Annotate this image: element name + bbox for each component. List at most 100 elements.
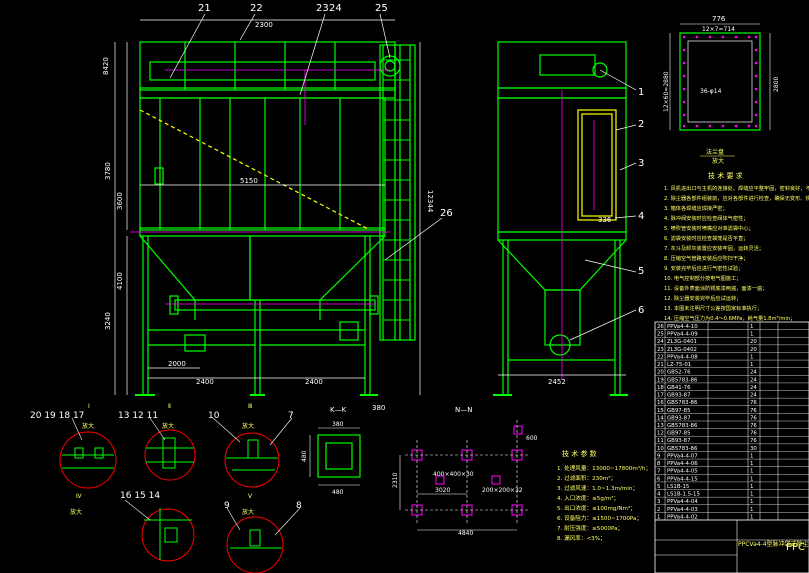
- detail-5-letter: Ⅴ: [248, 493, 253, 500]
- detail-1-nums: 20 19 18 17: [30, 411, 84, 421]
- parts-cell: 19: [657, 377, 664, 383]
- parts-cell: PPVa4-4-04: [667, 499, 698, 505]
- detail-1-letter: Ⅰ: [88, 403, 90, 410]
- parts-cell: 1: [750, 362, 753, 368]
- parts-cell: 1: [750, 461, 753, 467]
- detail-3-scale: 放大: [242, 422, 254, 430]
- detail-5-num2: 8: [296, 501, 302, 511]
- parts-cell: 16: [657, 400, 664, 406]
- parts-cell: 1: [750, 514, 753, 520]
- detail-2-letter: Ⅱ: [168, 403, 171, 410]
- tech-spec-item: 1. 处理风量：13000~17800m³/h；: [557, 464, 651, 472]
- callout-26: 26: [440, 208, 453, 219]
- callout-6: 6: [638, 305, 644, 316]
- dim-side-d: 380: [372, 404, 385, 412]
- parts-cell: 3: [657, 499, 660, 505]
- anchor-c: 4840: [458, 530, 473, 537]
- callout-5: 5: [638, 266, 644, 277]
- tech-req-item: 6. 滤袋安装时应检查袋笼是否平直；: [664, 234, 748, 242]
- parts-cell: PPVa4-4-06: [667, 461, 698, 467]
- parts-cell: 24: [657, 339, 664, 345]
- parts-cell: PPVa4-4-03: [667, 507, 698, 513]
- parts-cell: 24: [750, 370, 757, 376]
- parts-cell: GB52-76: [667, 370, 691, 376]
- anchor-f: 600: [526, 435, 538, 442]
- callout-2: 2: [638, 119, 644, 130]
- parts-cell: 24: [750, 385, 757, 391]
- parts-cell: 1: [750, 354, 753, 360]
- parts-cell: 14: [657, 415, 664, 421]
- parts-cell: 24: [750, 393, 757, 399]
- drawing-corner-code: PPC: [786, 542, 805, 553]
- parts-cell: GB5783-86: [667, 377, 698, 383]
- dim-bottom-left: 2400: [196, 378, 214, 386]
- parts-cell: 23: [657, 347, 664, 353]
- tech-req-item: 14. 压缩空气压力为0.4～0.6MPa，耗气量1.8m³/min；: [664, 314, 795, 322]
- detail-4-letter: Ⅳ: [76, 493, 82, 500]
- tech-spec-item: 5. 出口浓度：≤100mg/Nm³；: [557, 504, 636, 512]
- parts-cell: 76: [750, 415, 757, 421]
- tech-spec-title: 技 术 参 数: [562, 449, 597, 458]
- dim-side-mid: 3780: [104, 162, 112, 180]
- detail-2-scale: 放大: [162, 422, 174, 430]
- parts-cell: 76: [750, 400, 757, 406]
- parts-cell: 76: [750, 431, 757, 437]
- detail-5-nums: 9: [224, 501, 230, 511]
- tech-spec-list: 1. 处理风量：13000~17800m³/h； 2. 过滤面积：230m²； …: [557, 464, 651, 542]
- tech-req-item: 4. 脉冲阀安装时应检查阀体气密性；: [664, 214, 748, 222]
- parts-cell: 1: [750, 469, 753, 475]
- tech-spec-item: 3. 过滤风速：1.0~1.3m/min；: [557, 484, 638, 492]
- section-k-title: K—K: [330, 406, 347, 414]
- parts-cell: PPVa4-4-10: [667, 324, 698, 330]
- dim-side-a: 3600: [116, 192, 124, 210]
- parts-cell: 24: [750, 377, 757, 383]
- callout-22: 22: [250, 3, 263, 14]
- parts-cell: 4: [657, 492, 661, 498]
- dim-flange-w2: 12×7=714: [702, 26, 735, 33]
- dim-section-k-w: 380: [332, 421, 344, 428]
- tech-req-item: 13. 本图未注明尺寸公差按国家标准执行；: [664, 304, 762, 312]
- dim-side-view-mid: 336: [598, 216, 612, 224]
- tech-req-item: 8. 压缩空气管路安装后应吹扫干净；: [664, 254, 748, 262]
- parts-cell: PPVa4-4-02: [667, 514, 698, 520]
- parts-cell: GB5783-86: [667, 400, 698, 406]
- tech-req-item: 2. 除尘器各部件组装前，应对各部件进行检查，确保无变形、锈蚀、损伤；: [664, 194, 809, 202]
- parts-cell: 1: [750, 507, 753, 513]
- detail-4-nums: 16 15 14: [120, 491, 160, 501]
- parts-cell: 76: [750, 408, 757, 414]
- parts-cell: 22: [657, 354, 664, 360]
- parts-cell: PPVa4-4-08: [667, 354, 698, 360]
- detail-3-letter: Ⅲ: [248, 403, 252, 410]
- dim-side-low: 3240: [104, 312, 112, 330]
- drawing-code: PPCVa4-4型脉冲袋式除尘器: [738, 540, 809, 548]
- parts-cell: LS1B-1.5-15: [667, 492, 700, 498]
- parts-cell: 21: [657, 362, 664, 368]
- parts-cell: 1: [750, 492, 753, 498]
- dim-section-k-h: 480: [301, 450, 308, 462]
- parts-cell: 17: [657, 393, 664, 399]
- parts-cell: 20: [657, 370, 664, 376]
- tech-spec-item: 4. 入口浓度：≤5g/m³；: [557, 494, 619, 502]
- parts-cell: 9: [657, 453, 661, 459]
- dim-side-view-bottom: 2452: [548, 378, 566, 386]
- flange-detail: [679, 32, 761, 131]
- parts-cell: 18: [657, 385, 664, 391]
- parts-cell: 8: [657, 461, 661, 467]
- detail-3-nums: 10: [208, 411, 220, 421]
- tech-req-item: 11. 设备外表面涂防锈底漆两遍，面漆一遍；: [664, 284, 767, 292]
- parts-cell: 30: [750, 446, 757, 452]
- callout-25: 25: [375, 3, 388, 14]
- flange-title: 法兰盘: [706, 148, 724, 156]
- dim-flange-h2: 2800: [773, 77, 780, 92]
- parts-cell: PPVa4-4-15: [667, 476, 698, 482]
- parts-cell: PPVa4-4-07: [667, 453, 698, 459]
- dim-side-top: 8420: [102, 57, 110, 75]
- parts-cell: 1: [750, 476, 753, 482]
- parts-cell: 1: [750, 499, 753, 505]
- tech-req-item: 10. 电气控制部分按电气图施工；: [664, 274, 741, 282]
- dim-flange-w: 776: [712, 15, 726, 23]
- parts-cell: PPVa4-4-09: [667, 332, 698, 338]
- parts-cell: PPVa4-4-05: [667, 469, 698, 475]
- tech-req-title: 技 术 要 求: [708, 171, 743, 180]
- detail-5-scale: 放大: [242, 508, 254, 516]
